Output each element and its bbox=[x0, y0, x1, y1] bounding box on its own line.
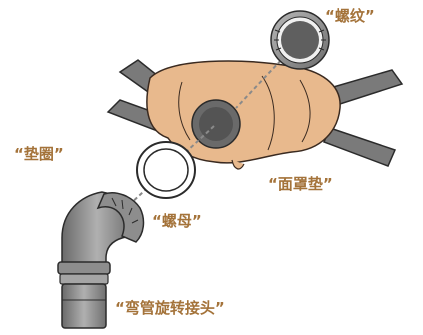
elbow-collar-1 bbox=[57, 261, 111, 275]
label-washer: “垫圈” bbox=[14, 145, 64, 163]
cap-core bbox=[281, 21, 319, 59]
swivel-elbow-icon bbox=[57, 191, 145, 329]
mask-cushion-icon bbox=[146, 60, 341, 170]
mask-cushion-fold-2 bbox=[299, 79, 311, 143]
mask-cushion-fold bbox=[261, 75, 275, 151]
washer-inner bbox=[143, 148, 189, 192]
label-swivel-elbow: “弯管旋转接头” bbox=[115, 299, 225, 317]
elbow-swivel-base bbox=[61, 283, 107, 329]
strap-bottom-right bbox=[323, 127, 397, 167]
label-nut: “螺母” bbox=[152, 212, 202, 230]
label-thread: “螺纹” bbox=[325, 7, 375, 25]
cap-thread-marks bbox=[274, 29, 326, 51]
label-mask-cushion: “面罩垫” bbox=[268, 175, 333, 193]
mask-chin-tab bbox=[231, 159, 245, 170]
mask-cushion-fold-3 bbox=[178, 81, 191, 141]
elbow-collar-2 bbox=[59, 273, 109, 285]
strap-top-right bbox=[328, 69, 404, 105]
elbow-nut bbox=[96, 192, 145, 243]
mask-port-inner bbox=[199, 107, 233, 141]
elbow-nut-ridges bbox=[111, 197, 139, 224]
washer-ring-icon bbox=[136, 141, 196, 199]
threaded-cap-icon bbox=[270, 10, 330, 70]
